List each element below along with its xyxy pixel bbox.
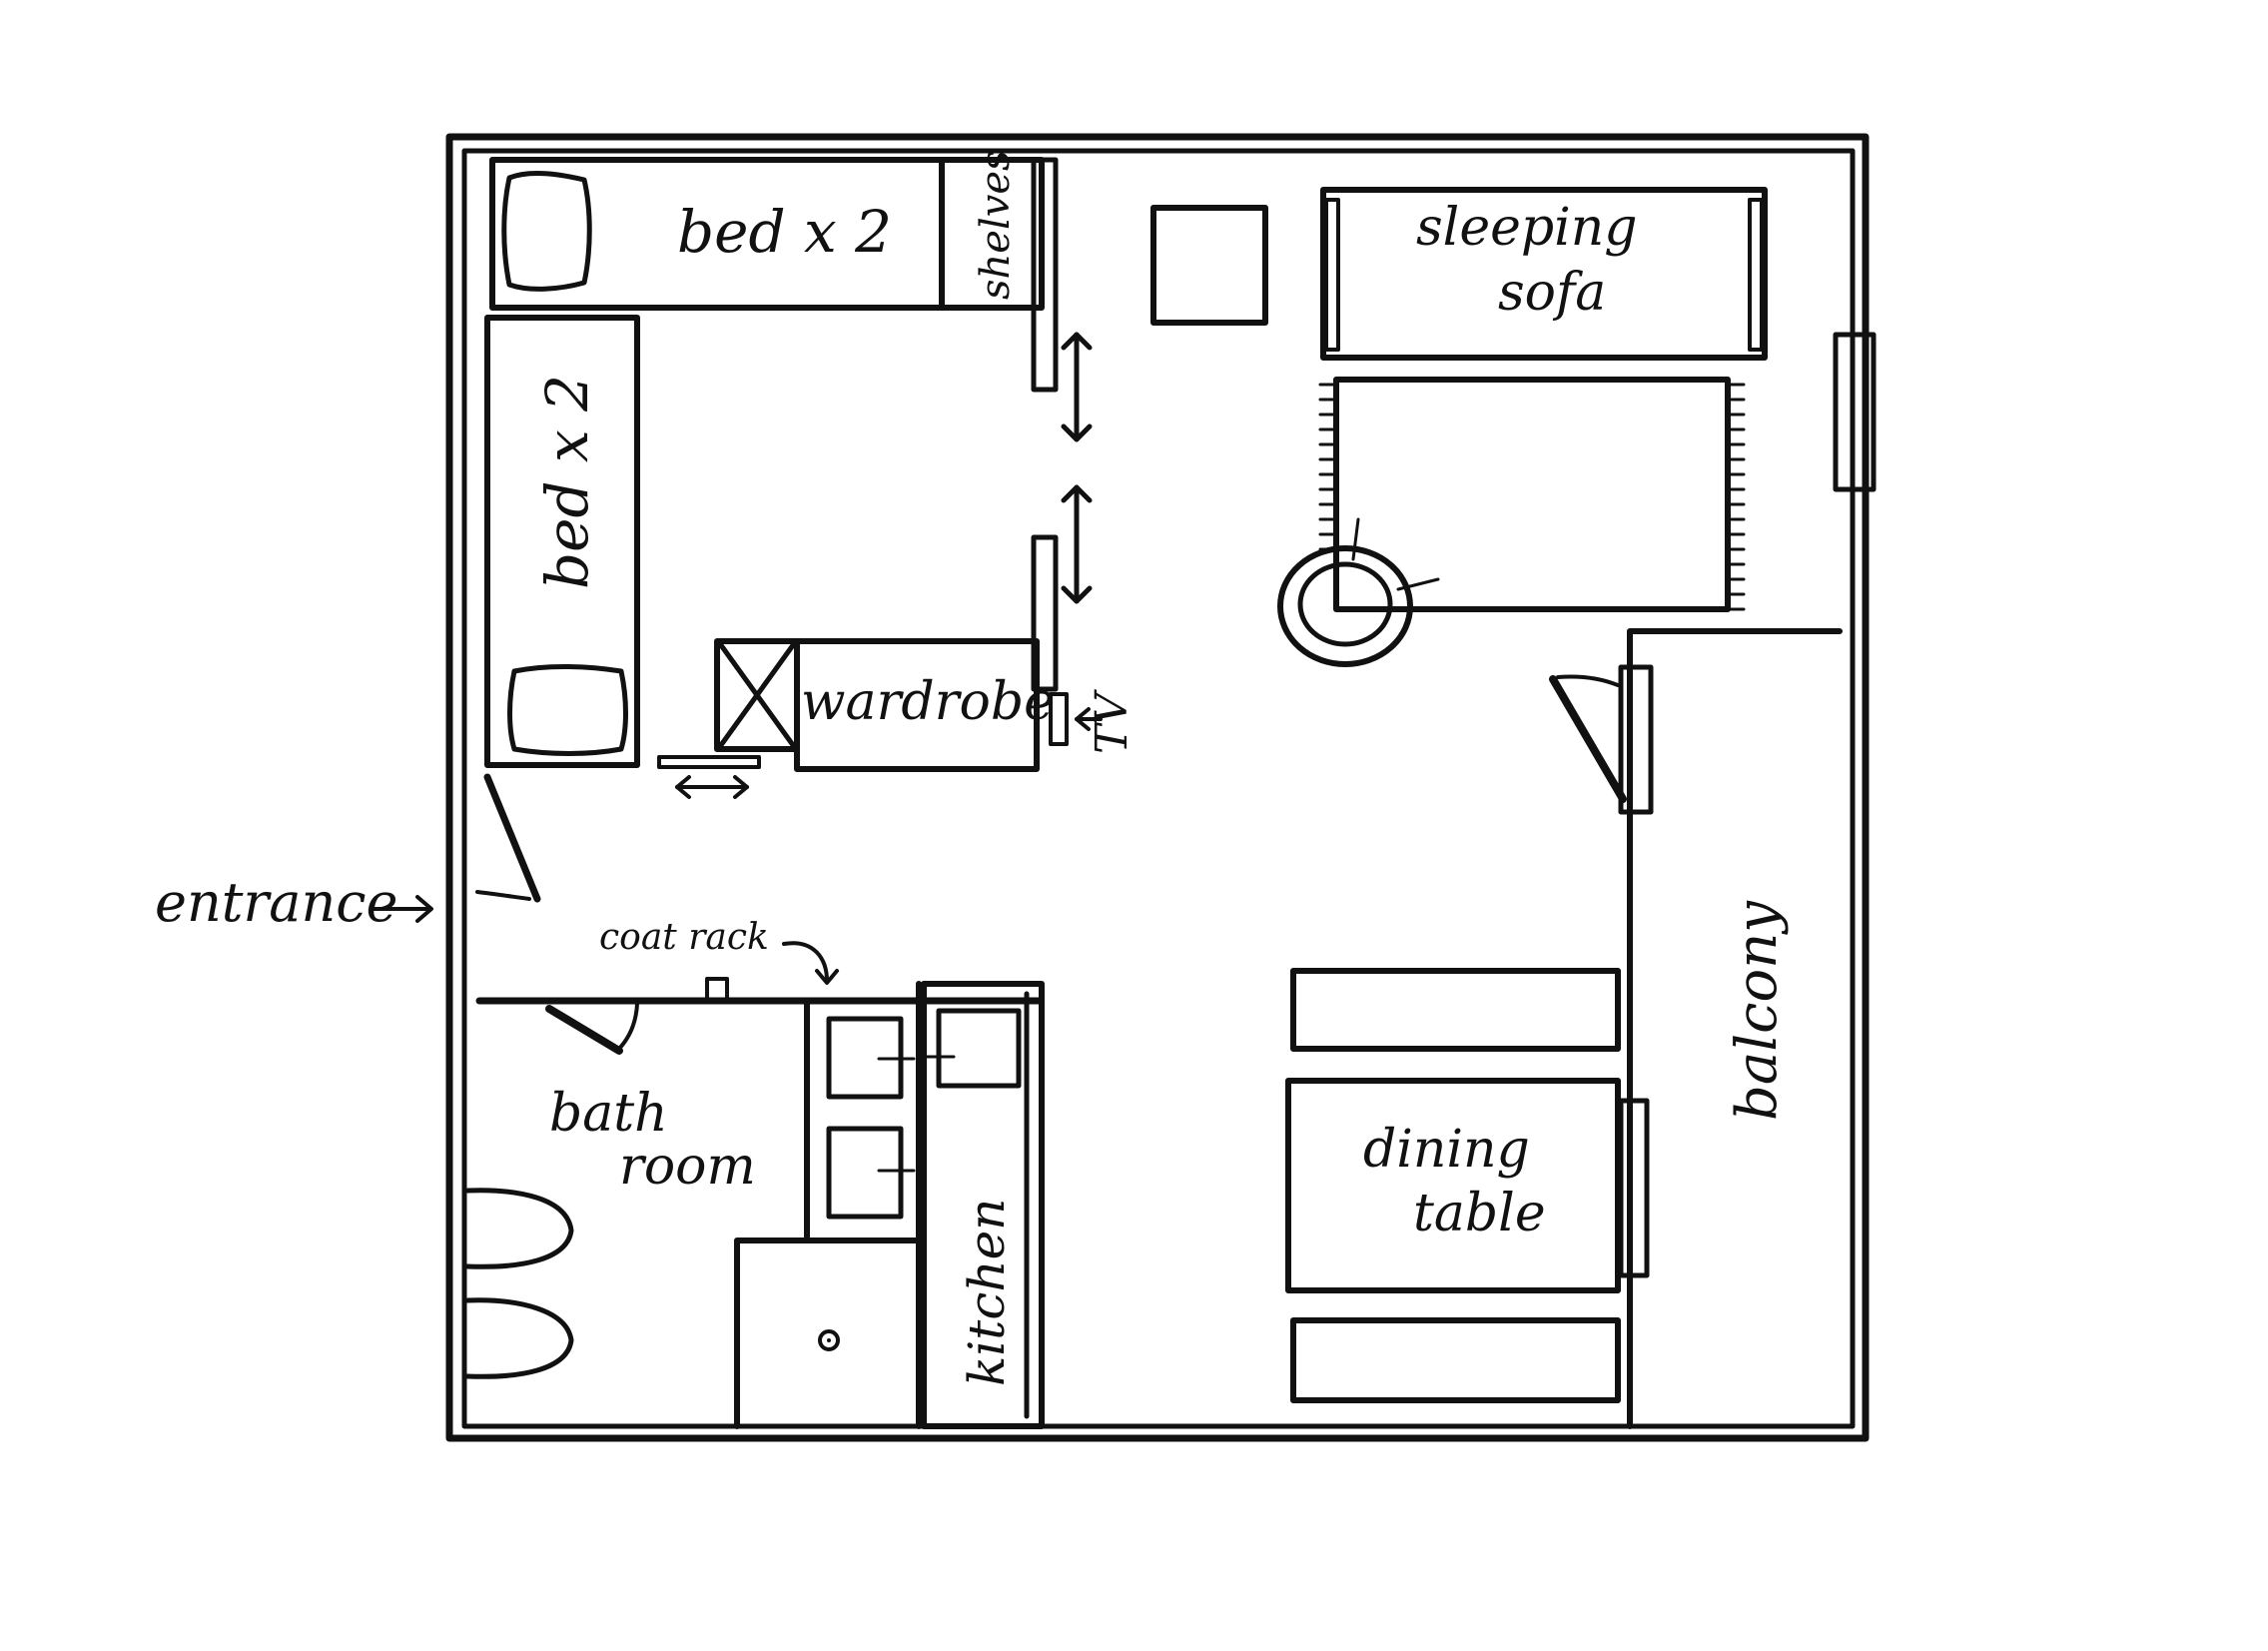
sofa-arm-left bbox=[1324, 198, 1340, 352]
sliding-panel-upper bbox=[1031, 157, 1059, 393]
bathroom: bath room bbox=[464, 997, 1045, 1429]
kitchen: kitchen bbox=[826, 981, 1045, 1429]
bed-side-label: bed x 2 bbox=[533, 375, 601, 589]
dining-area: dining table bbox=[1285, 968, 1621, 1403]
outer-walls bbox=[445, 133, 1870, 1442]
kitchen-label: kitchen bbox=[958, 1199, 1016, 1386]
cabinet-c bbox=[936, 1008, 1022, 1089]
sleeping-label: sleeping bbox=[1416, 198, 1638, 258]
entrance-door bbox=[475, 773, 541, 903]
balcony-label: balcony bbox=[1725, 900, 1790, 1121]
dining-bench-bottom bbox=[1290, 1317, 1621, 1403]
balcony-door-leaf bbox=[1549, 675, 1627, 803]
bed-top: bed x 2 bbox=[489, 157, 945, 311]
window-east bbox=[1833, 332, 1877, 492]
wardrobe-slide-arrow-right bbox=[733, 775, 749, 799]
shelves: shelves bbox=[939, 150, 1045, 311]
sofa-arm-right bbox=[1748, 198, 1764, 352]
bath-door-arc bbox=[615, 1002, 639, 1053]
wardrobe-slide-arrow-left bbox=[675, 775, 691, 799]
outer-wall-inner bbox=[461, 148, 1856, 1429]
sofa-frame bbox=[1320, 187, 1768, 361]
sleeping-sofa: sleeping sofa bbox=[1320, 187, 1768, 361]
wardrobe-label: wardrobe bbox=[801, 672, 1055, 732]
balcony-door-arc bbox=[1556, 674, 1620, 687]
bath-label: bath bbox=[549, 1084, 668, 1144]
bed-side: bed x 2 bbox=[484, 315, 640, 768]
sliding-doors bbox=[1031, 157, 1093, 692]
room-label: room bbox=[619, 1137, 756, 1197]
round-coffee-table bbox=[1277, 517, 1440, 667]
entrance-door-arc bbox=[475, 890, 531, 901]
coffee-table-cord-a bbox=[1351, 517, 1360, 561]
shelves-frame bbox=[939, 157, 1045, 311]
toilet-a bbox=[464, 1188, 574, 1269]
wardrobe-cross-b bbox=[718, 642, 796, 748]
entrance-arrow-head bbox=[415, 895, 433, 923]
coat-rack-arrow-head bbox=[815, 969, 839, 985]
shelves-label: shelves bbox=[973, 150, 1019, 300]
dining-bench-top bbox=[1290, 968, 1621, 1052]
wardrobe: wardrobe bbox=[657, 638, 1055, 799]
slide-arrow-lower-head-bottom bbox=[1061, 585, 1093, 604]
sliding-panel-lower bbox=[1031, 534, 1059, 692]
table-label: table bbox=[1413, 1184, 1546, 1243]
slide-arrow-upper-head-top bbox=[1061, 332, 1093, 351]
tv: TV bbox=[1049, 689, 1137, 754]
tv-unit bbox=[1049, 692, 1069, 746]
coffee-table-inner bbox=[1297, 561, 1393, 647]
dining-label: dining bbox=[1363, 1120, 1530, 1180]
sofa-label: sofa bbox=[1498, 263, 1606, 323]
coffee-table-outer bbox=[1277, 545, 1413, 667]
balcony: balcony bbox=[1549, 628, 1843, 1429]
coat-rack-label: coat rack bbox=[599, 917, 769, 958]
floor-drain-center bbox=[827, 1338, 831, 1342]
cabinet-b bbox=[826, 1126, 904, 1220]
entrance-label: entrance bbox=[155, 871, 397, 934]
bed-side-pillow bbox=[507, 663, 628, 756]
tv-pointer-head bbox=[1075, 707, 1091, 731]
toilet-b bbox=[464, 1297, 574, 1379]
balcony-door-upper bbox=[1618, 664, 1654, 815]
dining-table bbox=[1285, 1078, 1621, 1293]
balcony-wall bbox=[1627, 628, 1843, 1429]
bed-side-frame bbox=[484, 315, 640, 768]
wardrobe-body bbox=[794, 638, 1040, 772]
rug-fringe-left bbox=[1318, 383, 1338, 551]
bath-door-leaf bbox=[545, 1005, 623, 1055]
side-table bbox=[1150, 205, 1268, 326]
balcony-door-lower bbox=[1618, 1098, 1650, 1278]
coat-rack-arrow bbox=[782, 941, 829, 983]
slide-arrow-upper-head-bottom bbox=[1061, 423, 1093, 442]
kitchen-counter bbox=[921, 981, 1045, 1429]
rug bbox=[1318, 377, 1746, 612]
kitchen-nook-wall bbox=[734, 1238, 927, 1429]
outer-wall-outer bbox=[445, 133, 1870, 1442]
rug-fringe-right bbox=[1726, 383, 1746, 611]
wardrobe-slide-track bbox=[657, 755, 761, 769]
bed-top-pillow bbox=[501, 171, 592, 292]
entrance-door-leaf bbox=[483, 773, 541, 903]
coffee-table-cord-b bbox=[1396, 577, 1440, 591]
slide-arrow-lower-head-top bbox=[1061, 484, 1093, 503]
rug-body bbox=[1333, 377, 1731, 612]
tv-label: TV bbox=[1087, 689, 1137, 754]
bed-top-label: bed x 2 bbox=[677, 198, 892, 266]
floor-drain bbox=[818, 1329, 840, 1351]
